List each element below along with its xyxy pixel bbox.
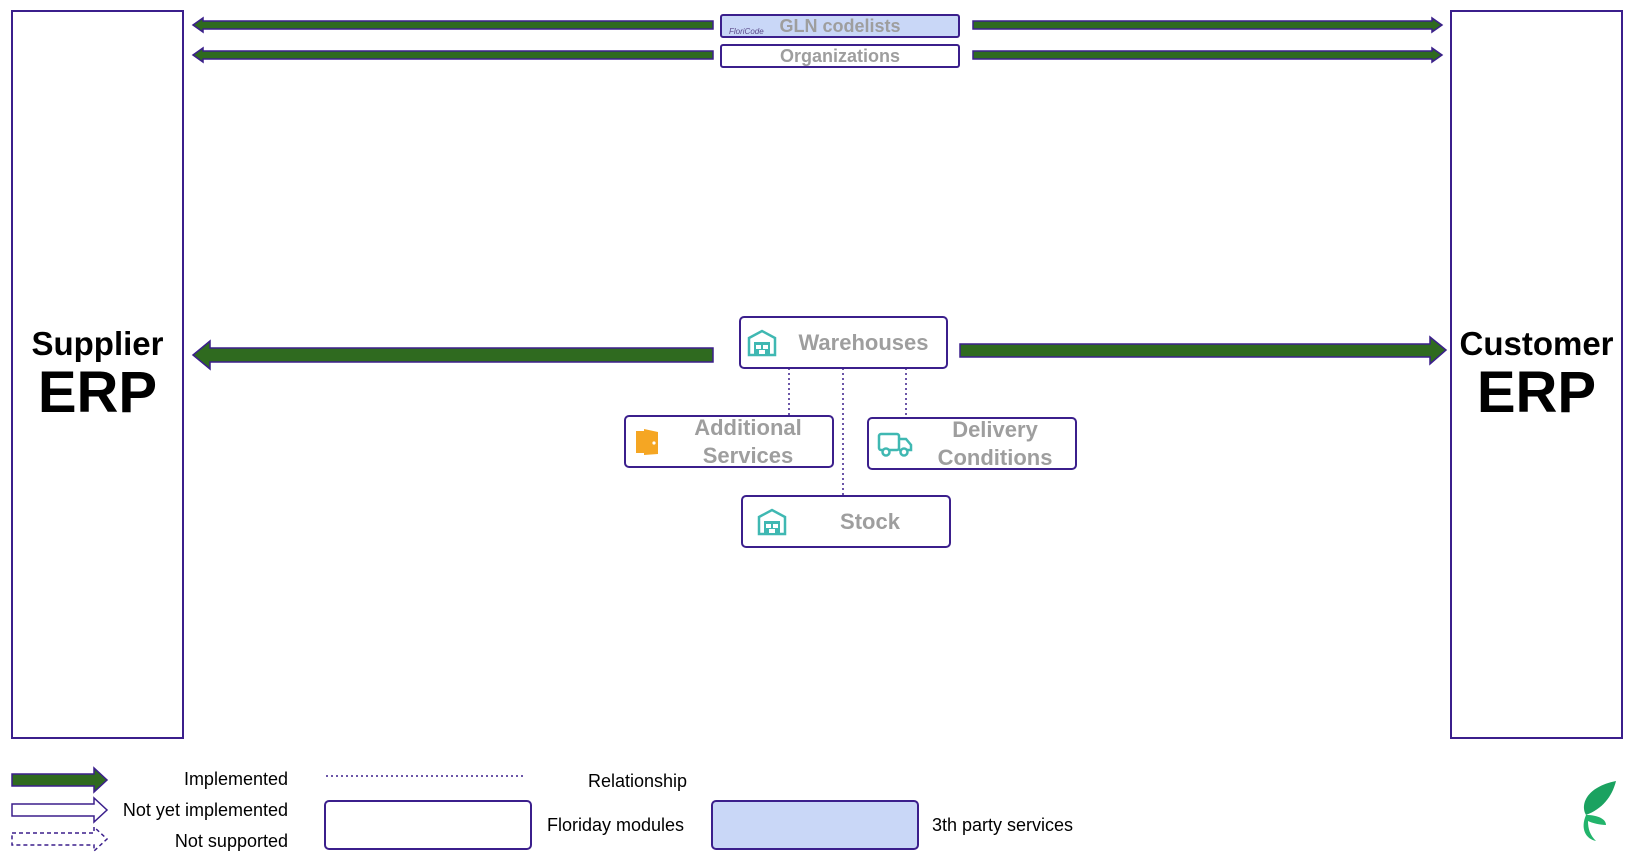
legend-third-party-label: 3th party services xyxy=(932,815,1074,835)
floricode-logo: FloriCode xyxy=(729,27,764,36)
supplier-erp-box: Supplier ERP xyxy=(11,10,184,739)
arrow-organizations-to-customer xyxy=(972,46,1444,64)
legend-arrow-not-supported xyxy=(11,825,109,853)
legend-third-party-swatch xyxy=(711,800,919,850)
delivery-conditions-label-line1: Delivery xyxy=(952,416,1038,442)
customer-erp-title: ERP xyxy=(1476,359,1597,425)
delivery-conditions-label-line2: Conditions xyxy=(937,444,1053,470)
arrow-warehouses-to-customer xyxy=(959,335,1448,366)
gln-codelists-label: GLN codelists xyxy=(779,15,901,36)
supplier-erp-label: Supplier xyxy=(31,324,164,362)
additional-services-label-group: Additional Services xyxy=(664,414,832,470)
legend-not-yet-implemented-label: Not yet implemented xyxy=(122,800,288,820)
customer-erp-label: Customer xyxy=(1459,324,1614,362)
stock-label: Stock xyxy=(840,508,900,534)
stock-module[interactable]: Stock xyxy=(741,495,951,548)
legend-arrow-not-yet-implemented xyxy=(11,796,109,824)
legend-floriday-modules-label: Floriday modules xyxy=(547,815,685,835)
organizations-label: Organizations xyxy=(779,45,900,66)
arrow-organizations-to-supplier xyxy=(191,46,714,64)
customer-erp-box: Customer ERP xyxy=(1450,10,1623,739)
arrow-gln-to-customer xyxy=(972,16,1444,34)
gln-codelists-module[interactable]: FloriCode GLN codelists xyxy=(720,14,960,38)
legend-floriday-module-swatch xyxy=(324,800,532,850)
door-icon xyxy=(634,427,664,457)
additional-services-label-line2: Services xyxy=(702,442,794,468)
truck-icon xyxy=(877,430,915,458)
legend-implemented-label: Implemented xyxy=(183,769,288,789)
delivery-conditions-module[interactable]: Delivery Conditions xyxy=(867,417,1077,470)
delivery-conditions-label-group: Delivery Conditions xyxy=(915,416,1075,472)
additional-services-module[interactable]: Additional Services xyxy=(624,415,834,468)
legend-arrow-implemented xyxy=(11,766,109,794)
arrow-warehouses-to-supplier xyxy=(191,339,714,371)
legend-not-supported-label: Not supported xyxy=(174,831,288,851)
warehouse-icon xyxy=(757,508,791,536)
additional-services-label-line1: Additional xyxy=(694,414,802,440)
arrow-gln-to-supplier xyxy=(191,16,714,34)
warehouses-label: Warehouses xyxy=(798,329,929,355)
legend-relationship-label: Relationship xyxy=(588,771,688,791)
organizations-module[interactable]: Organizations xyxy=(720,44,960,68)
warehouses-module[interactable]: Warehouses xyxy=(739,316,948,369)
floriday-leaf-logo xyxy=(1576,775,1620,850)
supplier-erp-title: ERP xyxy=(37,359,158,425)
warehouse-icon xyxy=(747,329,781,357)
